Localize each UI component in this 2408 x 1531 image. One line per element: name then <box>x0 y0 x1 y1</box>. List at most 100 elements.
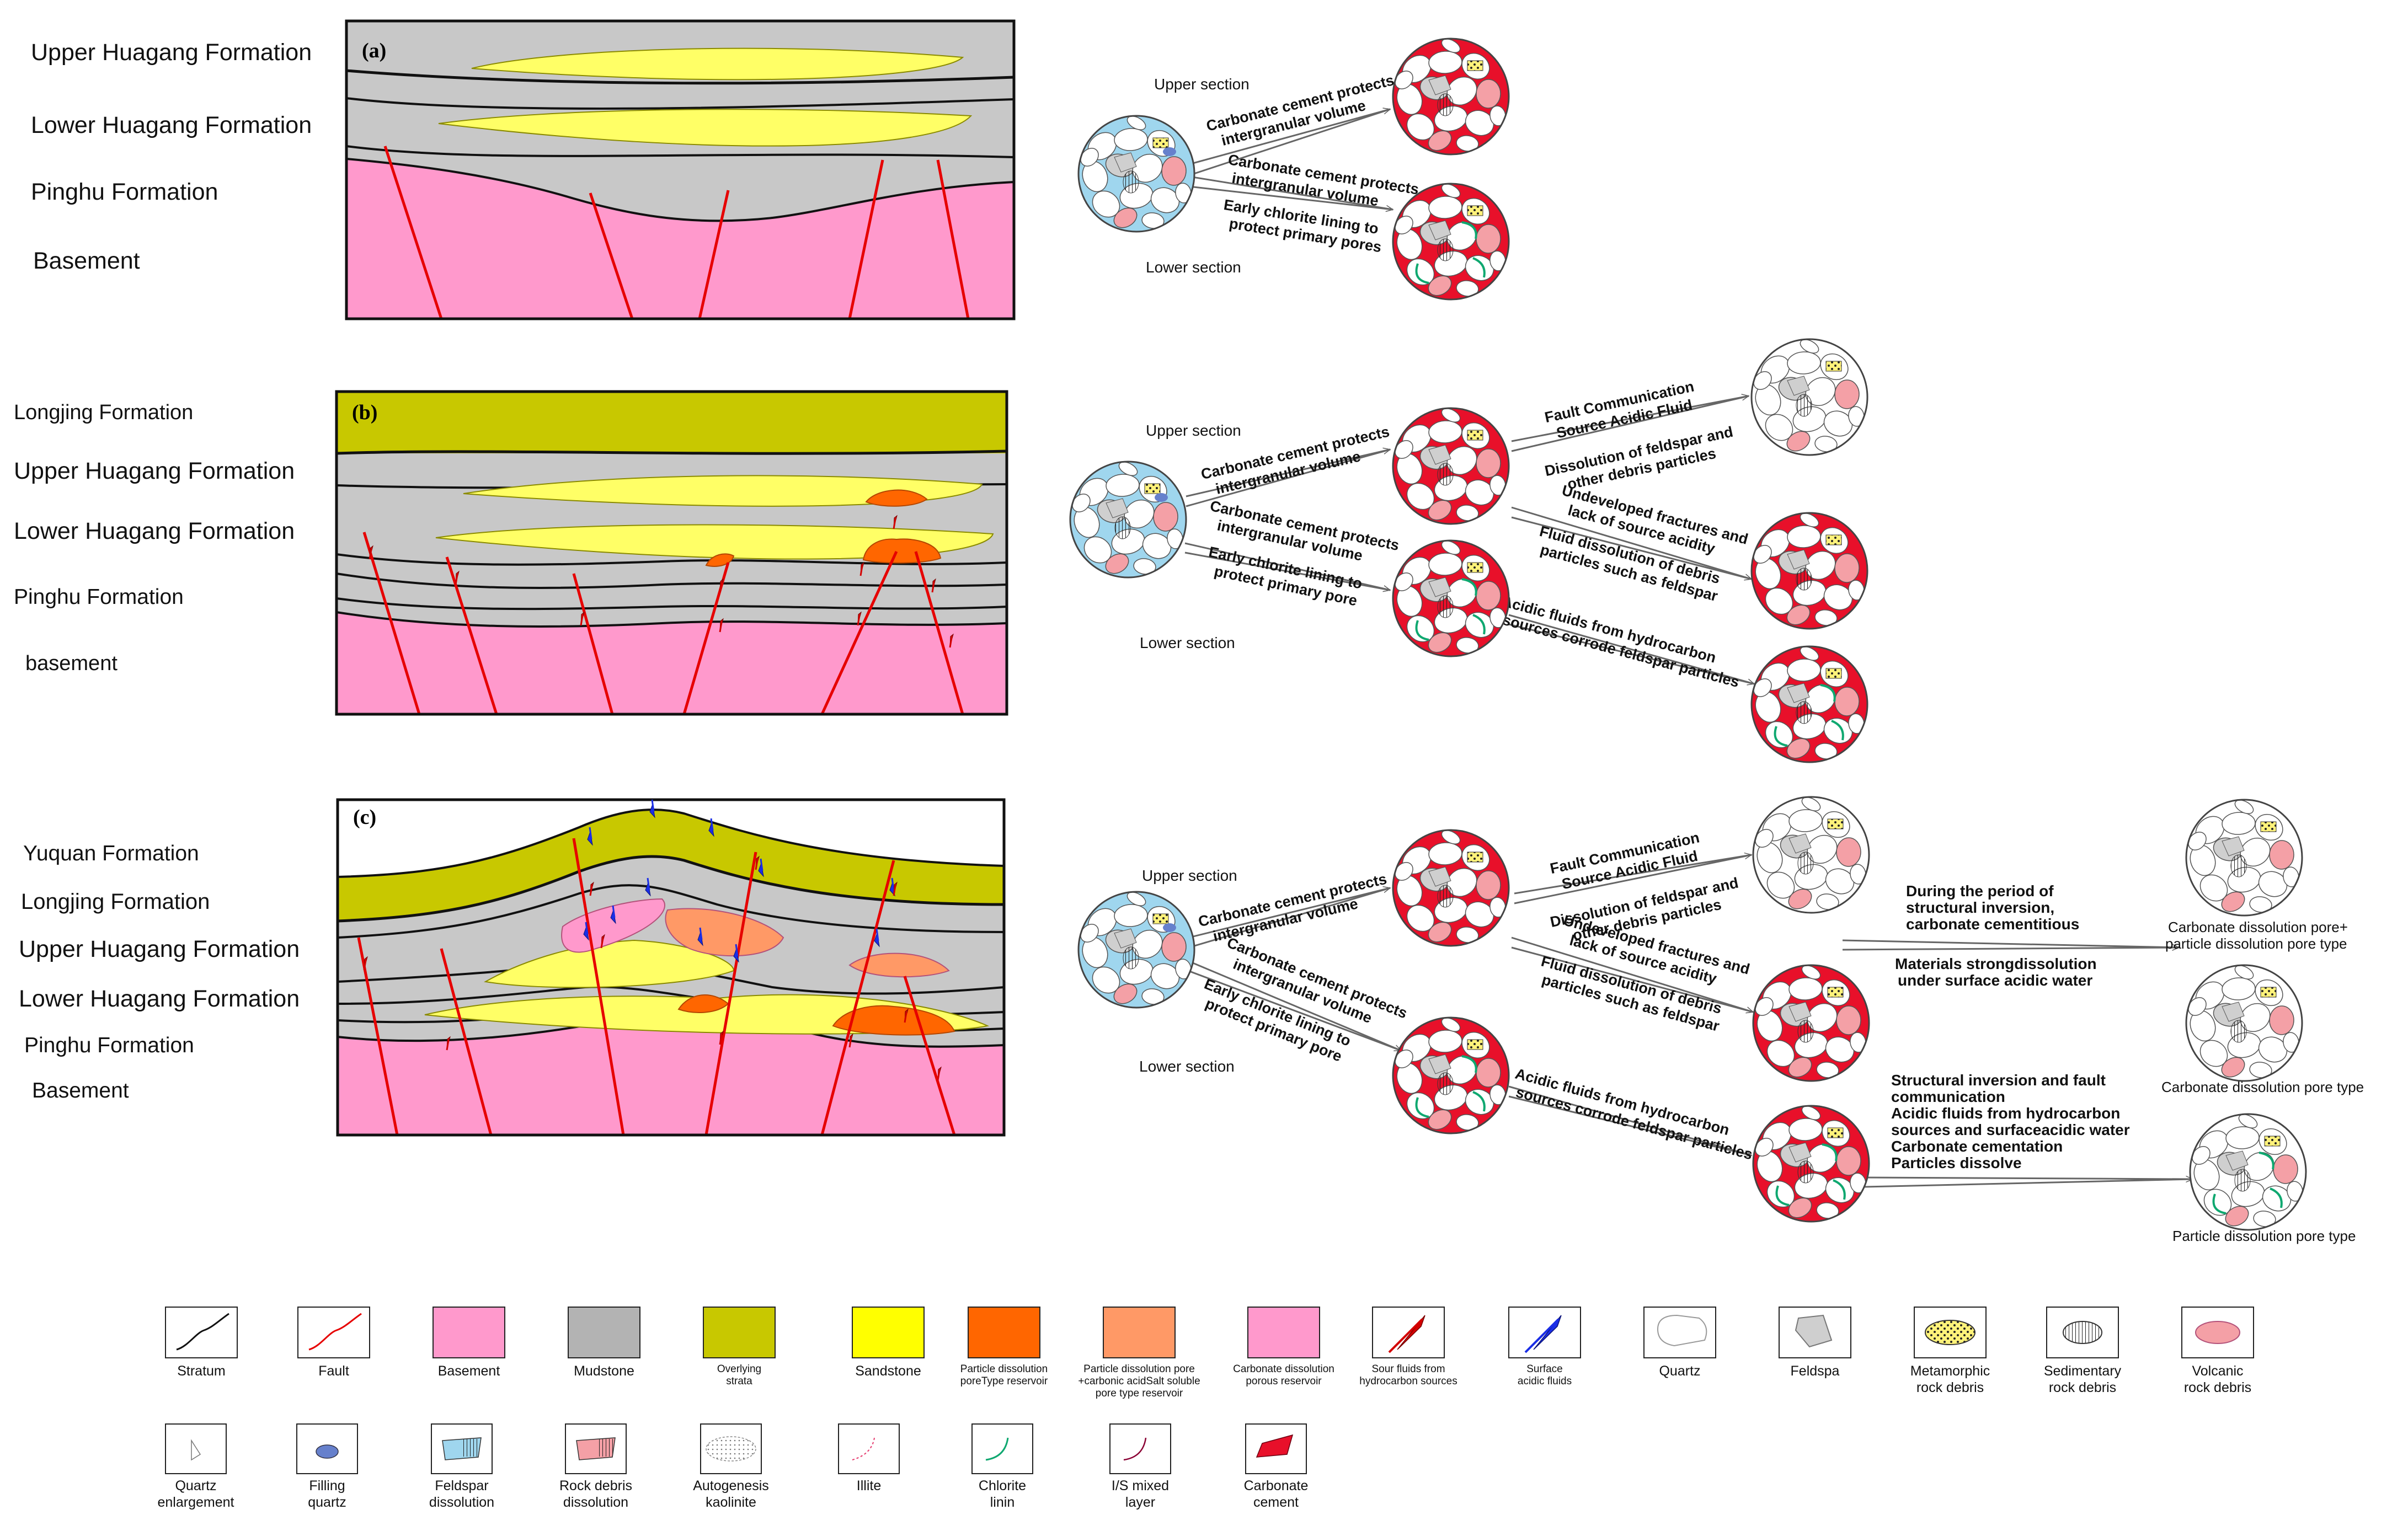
legend-label: Autogenesis <box>693 1478 769 1493</box>
thin-section-icon <box>2189 1113 2307 1231</box>
inversion-text: structural inversion, <box>1906 899 2054 916</box>
metamorphic-icon <box>1914 1307 1987 1358</box>
legend-item: Mudstone <box>568 1307 640 1379</box>
formation-label: basement <box>25 652 118 675</box>
thin-section-icon <box>1752 964 1870 1082</box>
inversion-text: Particles dissolve <box>1891 1154 2022 1171</box>
surface-acidic-fluid-arrows <box>583 799 895 963</box>
legend-label: Quartz <box>175 1478 216 1493</box>
legend-label: cement <box>1253 1495 1299 1510</box>
inversion-text: Carbonate cementation <box>1891 1138 2063 1155</box>
legend-label: Sandstone <box>855 1363 921 1379</box>
hydrocarbon-fluid-arrows <box>369 515 954 648</box>
process-arrows <box>1184 855 2193 1188</box>
red-arrow-icon <box>937 1066 942 1081</box>
red-arrow-icon <box>893 881 898 896</box>
blue-arrow-icon <box>649 799 655 818</box>
legend-label: Basement <box>438 1363 500 1379</box>
stratum-line-icon <box>165 1307 238 1358</box>
legend-label: hydrocarbon sources <box>1359 1375 1457 1387</box>
red-arrow-icon <box>859 561 864 576</box>
blue-arrow-icon <box>733 944 739 963</box>
pore-type-label: Carbonate dissolution pore+ <box>2168 919 2348 935</box>
legend-label: Illite <box>857 1478 881 1493</box>
red-arrow-icon <box>589 881 594 896</box>
red-arrow-icon <box>719 578 724 593</box>
legend-item: Fault <box>297 1307 370 1379</box>
legend-item: Sandstone <box>852 1307 925 1379</box>
legend-label: Stratum <box>177 1363 226 1379</box>
legend-label: Chlorite <box>979 1478 1026 1493</box>
red-arrow-icon <box>857 611 862 626</box>
carbonate-cement-icon <box>1245 1423 1307 1474</box>
red-arrow-icon <box>719 1030 724 1045</box>
legend-label: linin <box>990 1495 1015 1510</box>
legend-item: Basement <box>433 1307 505 1379</box>
pore-type-label: particle dissolution pore type <box>2165 935 2347 952</box>
thin-section-icon <box>1392 407 1510 525</box>
kaolinite-icon <box>700 1423 762 1474</box>
legend-item: Illite <box>838 1423 900 1493</box>
legend-label: pore type reservoir <box>1096 1388 1183 1399</box>
inversion-text: During the period of <box>1906 882 2054 900</box>
formation-label: Longjing Formation <box>14 401 193 424</box>
legend-label: porous reservoir <box>1246 1375 1322 1387</box>
formation-label: Basement <box>33 248 140 274</box>
red-arrow-icon <box>904 1008 909 1023</box>
filling-quartz-icon <box>296 1423 358 1474</box>
legend-label: quartz <box>308 1495 346 1510</box>
legend-item: Stratum <box>165 1307 238 1379</box>
inversion-text: carbonate cementitious <box>1906 916 2079 933</box>
swatch-icon <box>433 1307 505 1358</box>
is-mixed-icon <box>1109 1423 1171 1474</box>
red-arrow-icon <box>363 956 368 971</box>
fault-line-icon <box>297 1307 370 1358</box>
red-arrow-icon <box>893 515 898 529</box>
debris-dissolution-icon <box>565 1423 627 1474</box>
section-label: Upper section <box>1146 422 1241 439</box>
blue-arrow-icon <box>874 928 880 947</box>
legend-label: rock debris <box>2184 1380 2251 1395</box>
red-arrow-icon <box>949 633 954 648</box>
feldspar-icon <box>1779 1307 1851 1358</box>
pore-type-label: Particle dissolution pore type <box>2172 1228 2356 1244</box>
legend-item: Quartz <box>1643 1307 1716 1379</box>
section-label: Lower section <box>1146 259 1241 276</box>
formation-label: Upper Huagang Formation <box>14 458 295 484</box>
legend-label: Quartz <box>1659 1363 1700 1379</box>
red-arrow-icon <box>446 1036 451 1051</box>
blue-arrow-icon <box>587 827 593 846</box>
blue-arrow-icon <box>610 905 616 924</box>
thin-section-icon <box>1077 115 1195 233</box>
red-arrow-icon <box>931 578 936 593</box>
thin-section-icon <box>1392 1016 1510 1134</box>
formation-label: Upper Huagang Formation <box>19 936 300 962</box>
legend-label: strata <box>726 1375 752 1387</box>
legend-label: Volcanic <box>2192 1363 2243 1379</box>
legend-label: Feldspa <box>1791 1363 1840 1379</box>
legend-item: Particle dissolution pore+carbonic acidS… <box>1078 1307 1200 1399</box>
blue-arrow-icon <box>583 922 589 941</box>
thin-section-icon <box>1750 338 1868 456</box>
illite-icon <box>838 1423 900 1474</box>
red-arrow-icon <box>848 1033 853 1048</box>
swatch-icon <box>568 1307 640 1358</box>
legend-label: acidic fluids <box>1518 1375 1572 1387</box>
section-label: Lower section <box>1139 1058 1235 1075</box>
legend-label: Fault <box>318 1363 349 1379</box>
legend-label: Surface <box>1526 1363 1562 1375</box>
thin-section-icon <box>1392 539 1510 657</box>
section-label: Upper section <box>1154 76 1250 93</box>
section-a-layers <box>345 19 1016 320</box>
thin-section-icon <box>1752 796 1870 914</box>
formation-label: Lower Huagang Formation <box>14 518 295 544</box>
red-arrow-icon <box>1372 1307 1445 1358</box>
legend-label: rock debris <box>1916 1380 1984 1395</box>
